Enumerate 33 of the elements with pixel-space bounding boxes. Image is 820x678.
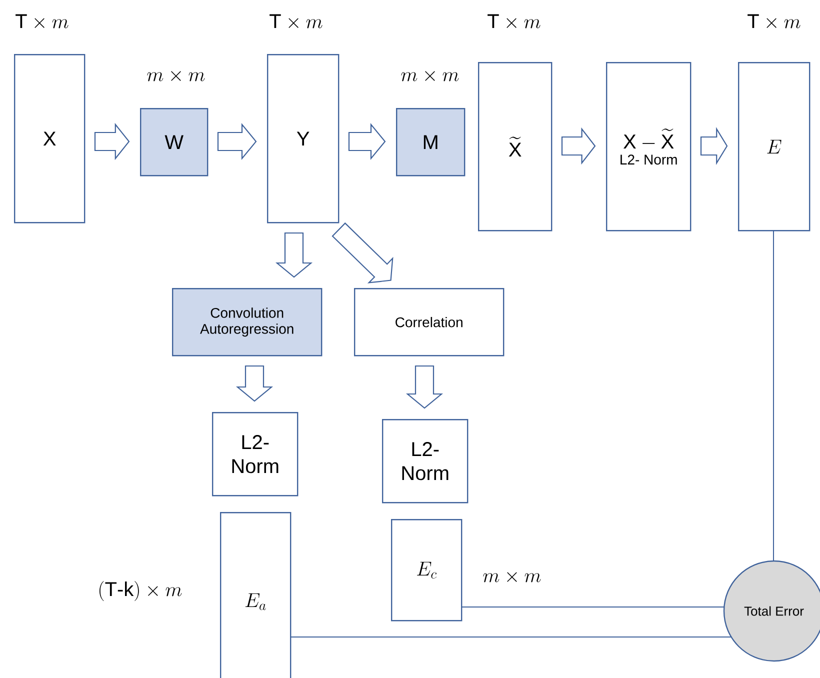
size-label: $\mathrm{T}\times m$	[488, 14, 540, 28]
block-arrow	[236, 365, 274, 402]
matrix-box: $\widetilde{\mathrm{X}}$	[478, 62, 552, 232]
size-label: $\mathrm{T}\times m$	[748, 14, 800, 28]
process-box: Correlation	[354, 288, 504, 356]
block-arrow	[275, 232, 313, 278]
norm-box: L2- Norm	[382, 419, 468, 504]
block-arrow	[332, 222, 394, 284]
connector-line	[773, 230, 774, 562]
size-label: $m\times m$	[401, 71, 459, 82]
block-arrow	[348, 122, 386, 160]
connector-line	[290, 636, 732, 638]
matrix-box: Y	[267, 54, 340, 224]
norm-box: $\mathrm{X}-\widetilde{\mathrm{X}}$ L2- Norm	[606, 62, 692, 232]
block-arrow	[406, 365, 444, 409]
error-box: $E_c$	[391, 519, 462, 622]
norm-box: L2- Norm	[212, 412, 298, 496]
matrix-box: W	[140, 108, 208, 176]
error-box: $E_a$	[220, 512, 292, 678]
matrix-box: M	[396, 108, 466, 176]
block-arrow	[700, 127, 728, 165]
size-label: $\mathrm{T}\times m$	[16, 14, 68, 28]
size-label: $(\mathrm{T}\text{-}\mathrm{k})\times m$	[100, 581, 182, 601]
matrix-box: X	[14, 54, 86, 224]
size-label: $\mathrm{T}\times m$	[270, 14, 322, 28]
block-arrow	[217, 122, 257, 160]
block-arrow	[94, 122, 130, 160]
size-label: $m\times m$	[147, 71, 205, 82]
connector-line	[460, 606, 725, 608]
process-box: Convolution Autoregression	[172, 288, 322, 356]
block-arrow	[561, 127, 596, 165]
matrix-box: $E$	[738, 62, 810, 232]
size-label: $m\times m$	[483, 572, 541, 582]
